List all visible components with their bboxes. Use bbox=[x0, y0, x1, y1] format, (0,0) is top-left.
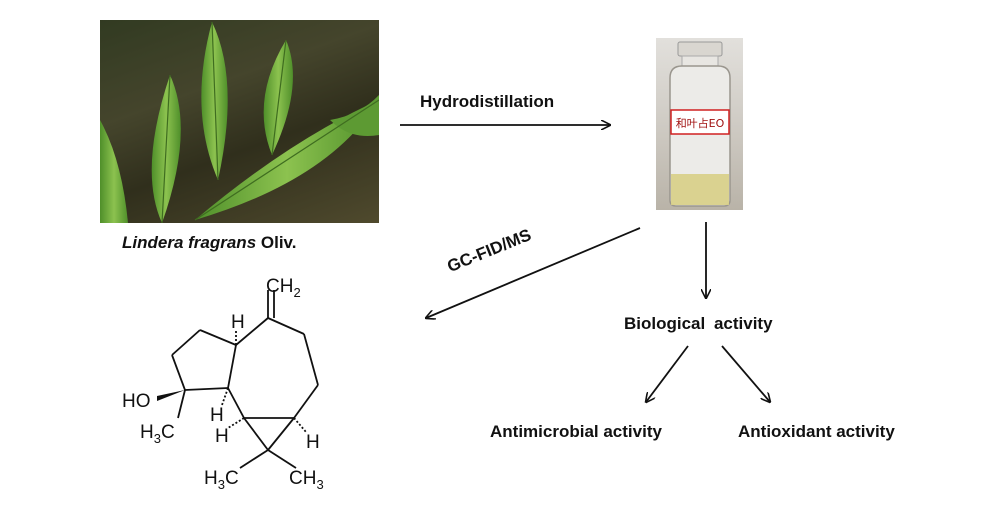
vial-label-text: 和叶占EO bbox=[676, 116, 725, 130]
h3c-label-left: H3C bbox=[140, 422, 175, 446]
ch3-label-bottom: CH3 bbox=[289, 468, 324, 492]
spathulenol-structure bbox=[171, 290, 319, 469]
arrow-to-antimicrobial bbox=[646, 345, 689, 402]
h-label-bottom-right: H bbox=[306, 432, 320, 453]
h-label-middle: H bbox=[210, 405, 224, 426]
antimicrobial-activity-label: Antimicrobial activity bbox=[490, 422, 662, 441]
species-latin-name: Lindera fragrans bbox=[122, 233, 257, 252]
h-label-top: H bbox=[231, 312, 245, 333]
hydrodistillation-label: Hydrodistillation bbox=[420, 92, 555, 111]
ho-wedge-bond bbox=[157, 390, 185, 401]
vial-illustration: 和叶占EO bbox=[669, 41, 731, 207]
arrow-to-antioxidant bbox=[721, 345, 770, 402]
antioxidant-activity-label: Antioxidant activity bbox=[738, 422, 895, 441]
species-name: Lindera fragrans Oliv. bbox=[122, 233, 296, 253]
biological-activity-label: Biological activity bbox=[624, 314, 773, 333]
leaf-illustration bbox=[100, 20, 379, 223]
ch2-label: CH2 bbox=[266, 276, 301, 300]
lindera-leaf-photo bbox=[100, 20, 379, 223]
ho-label: HO bbox=[122, 391, 151, 412]
h-label-bottom-left: H bbox=[215, 426, 229, 447]
h3c-label-bottom: H3C bbox=[204, 468, 239, 492]
arrow-gc-fid-ms bbox=[426, 227, 641, 318]
essential-oil-vial-photo: 和叶占EO bbox=[656, 38, 743, 210]
species-author: Oliv. bbox=[260, 233, 297, 252]
